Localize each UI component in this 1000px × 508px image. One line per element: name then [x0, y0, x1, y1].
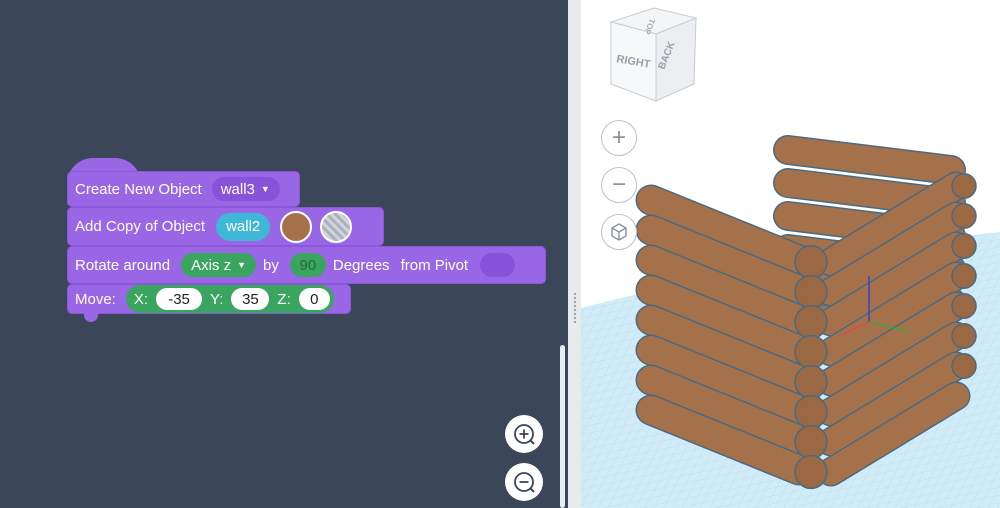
- degrees-label: Degrees: [332, 256, 390, 274]
- log-end: [794, 394, 828, 430]
- front-wall-log: [637, 396, 813, 484]
- zoom-out-button[interactable]: [505, 463, 543, 501]
- create-object-block[interactable]: Create New Object wall3 ▼: [67, 171, 300, 207]
- log-end: [951, 203, 977, 229]
- front-wall-log: [637, 276, 813, 364]
- pivot-slot[interactable]: [480, 253, 516, 277]
- by-label: by: [263, 256, 279, 274]
- log-end: [951, 323, 977, 349]
- right-wall-log: [818, 353, 969, 455]
- front-wall-log: [637, 216, 813, 304]
- color-swatch-wood[interactable]: [280, 210, 313, 243]
- copy-source-value: wall2: [226, 218, 261, 235]
- 3d-scene[interactable]: [581, 0, 1000, 508]
- y-axis-line: [842, 321, 870, 335]
- front-wall-log: [637, 246, 813, 334]
- create-object-label: Create New Object: [75, 180, 202, 198]
- home-view-button[interactable]: [601, 214, 637, 250]
- view-cube[interactable]: RIGHT BACK TOP: [606, 4, 701, 104]
- log-end: [951, 353, 977, 379]
- caret-down-icon: ▼: [237, 260, 247, 270]
- log-end: [794, 304, 828, 340]
- axis-dropdown[interactable]: Axis z ▼: [181, 253, 257, 277]
- front-wall-log: [637, 186, 813, 274]
- z-label: Z:: [277, 290, 291, 308]
- x-input[interactable]: -35: [156, 288, 203, 310]
- minus-icon: −: [611, 171, 626, 198]
- front-wall-log: [637, 336, 813, 424]
- axis-value: Axis z: [191, 256, 232, 274]
- front-wall-log: [637, 366, 813, 454]
- right-wall-log: [818, 323, 969, 425]
- code-workspace[interactable]: Create New Object wall3 ▼ Add Copy of Ob…: [0, 0, 568, 508]
- move-block[interactable]: Move: X: -35 Y: 35 Z: 0: [67, 284, 351, 314]
- y-label: Y:: [210, 290, 224, 308]
- zoom-in-button[interactable]: [505, 415, 543, 453]
- move-coordinates: X: -35 Y: 35 Z: 0: [125, 285, 334, 313]
- home-cube-icon: [611, 223, 627, 241]
- x-label: X:: [133, 290, 149, 308]
- panel-resize-handle[interactable]: [568, 0, 581, 508]
- log-end: [794, 424, 828, 460]
- y-input[interactable]: 35: [231, 288, 270, 310]
- 3d-viewport[interactable]: RIGHT BACK TOP + −: [581, 0, 1000, 508]
- right-wall-log: [818, 293, 969, 395]
- log-end: [951, 233, 977, 259]
- rotate-block[interactable]: Rotate around Axis z ▼ by 90 Degrees fro…: [67, 246, 546, 284]
- log-end: [794, 334, 828, 370]
- front-wall-log: [637, 306, 813, 394]
- zoom-plus-button[interactable]: +: [601, 120, 637, 156]
- hole-swatch[interactable]: [320, 210, 353, 243]
- log-cabin-model[interactable]: [635, 135, 977, 490]
- zoom-in-icon: [514, 424, 535, 445]
- degrees-input[interactable]: 90: [289, 253, 326, 277]
- log-end: [794, 274, 828, 310]
- grip-dots-icon: [573, 292, 577, 324]
- log-end: [951, 173, 977, 199]
- right-wall-log: [818, 233, 969, 335]
- zoom-minus-button[interactable]: −: [601, 167, 637, 203]
- add-copy-block[interactable]: Add Copy of Object wall2: [67, 207, 384, 246]
- z-input[interactable]: 0: [298, 288, 330, 310]
- log-end: [951, 293, 977, 319]
- view-cube-right-label[interactable]: RIGHT: [615, 53, 651, 71]
- pivot-label: from Pivot: [400, 256, 469, 274]
- add-copy-label: Add Copy of Object: [75, 218, 206, 235]
- right-wall-log: [818, 263, 969, 365]
- back-wall-log: [774, 136, 965, 184]
- workspace-scrollbar[interactable]: [560, 345, 565, 508]
- copy-source-chip[interactable]: wall2: [216, 212, 271, 241]
- object-name-value: wall3: [220, 180, 255, 198]
- right-wall-log: [818, 203, 969, 305]
- right-wall-log: [818, 173, 969, 275]
- x-axis-line: [868, 321, 912, 333]
- plus-icon: +: [611, 124, 626, 151]
- log-end: [951, 263, 977, 289]
- block-connector: [84, 313, 98, 322]
- zoom-out-icon: [514, 472, 535, 493]
- object-name-dropdown[interactable]: wall3 ▼: [211, 177, 280, 201]
- right-wall-log: [818, 383, 969, 485]
- log-end: [794, 364, 828, 400]
- log-end: [794, 244, 828, 280]
- rotate-label: Rotate around: [75, 256, 171, 274]
- move-label: Move:: [75, 290, 116, 308]
- log-end: [794, 454, 828, 490]
- caret-down-icon: ▼: [260, 184, 270, 194]
